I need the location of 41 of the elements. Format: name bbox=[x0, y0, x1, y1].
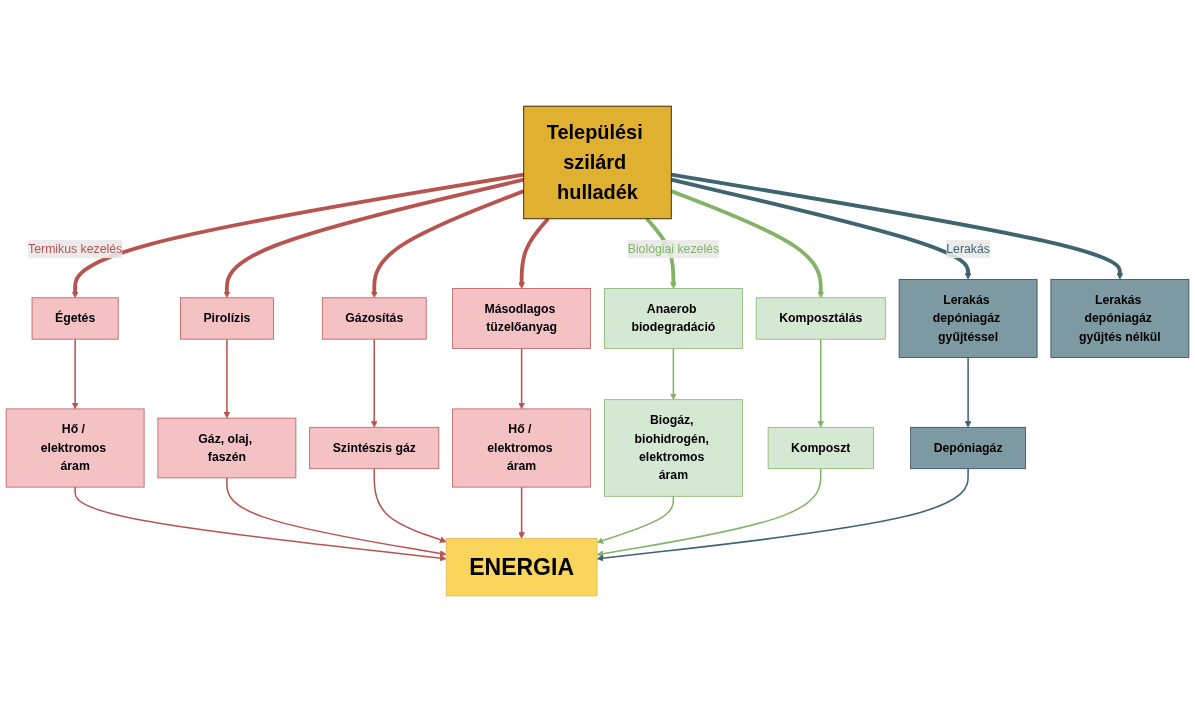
edge-label: Biológiai kezelés bbox=[627, 242, 720, 256]
arrow bbox=[518, 217, 550, 289]
arrow bbox=[964, 356, 972, 428]
node-box: Másodlagos tüzelőanyag bbox=[452, 288, 591, 349]
node-box: Anaerob biodegradáció bbox=[604, 288, 743, 349]
node-box: Hő / elektromos áram bbox=[452, 408, 591, 488]
arrow bbox=[373, 467, 447, 543]
arrow bbox=[518, 347, 525, 410]
node-box: Lerakás depóniagáz gyűjtéssel bbox=[898, 278, 1038, 358]
arrow bbox=[71, 172, 525, 298]
arrow bbox=[596, 467, 822, 557]
arrow bbox=[71, 338, 79, 410]
node-box: Depóniagáz bbox=[910, 426, 1026, 470]
node-box: Települési szilárd hulladék bbox=[523, 105, 672, 220]
arrow bbox=[74, 486, 447, 562]
arrow bbox=[670, 172, 1124, 280]
node-box: Komposztálás bbox=[755, 297, 886, 340]
arrow bbox=[596, 467, 969, 562]
arrow bbox=[670, 189, 825, 298]
edge-label: Termikus kezelés bbox=[28, 242, 123, 256]
arrow bbox=[226, 477, 447, 557]
node-box: Pirolízis bbox=[180, 297, 274, 340]
node-box: Biogáz, biohidrogén, elektromos áram bbox=[604, 399, 743, 497]
arrow bbox=[518, 486, 525, 539]
arrow bbox=[223, 177, 525, 298]
arrow bbox=[370, 338, 378, 428]
node-box: Lerakás depóniagáz gyűjtés nélkül bbox=[1050, 278, 1190, 358]
arrow bbox=[817, 338, 825, 428]
node-box: Szintészis gáz bbox=[309, 426, 440, 470]
node-box: ENERGIA bbox=[445, 538, 598, 597]
node-box: Gázosítás bbox=[321, 297, 427, 340]
arrow bbox=[370, 189, 525, 298]
arrow bbox=[596, 495, 675, 544]
edge-label: Lerakás bbox=[946, 242, 990, 256]
arrow bbox=[670, 347, 677, 400]
node-box: Gáz, olaj, faszén bbox=[157, 417, 297, 479]
node-box: Hő / elektromos áram bbox=[5, 408, 145, 488]
arrow bbox=[223, 338, 231, 419]
node-box: Égetés bbox=[31, 297, 119, 340]
node-box: Komposzt bbox=[767, 426, 874, 470]
arrow bbox=[670, 177, 972, 280]
